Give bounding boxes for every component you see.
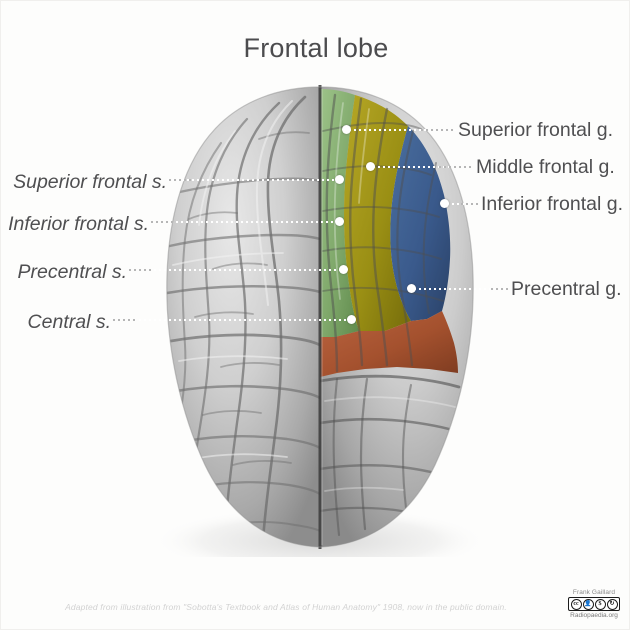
leader-tail-precentral-g — [491, 288, 509, 290]
leader-central-s — [129, 319, 351, 321]
cc-nc-icon: $ — [594, 598, 606, 610]
leader-dot-inferior-frontal-s — [335, 217, 344, 226]
leader-dot-precentral-s — [339, 265, 348, 274]
leader-superior-frontal-s — [167, 179, 339, 181]
region-inferior-frontal-gyrus — [390, 126, 451, 321]
watermark: Frank Gaillard cc 👤 $ ↻ Radiopaedia.org — [565, 589, 623, 619]
leader-tail-superior-frontal-s — [169, 179, 191, 181]
label-superior-frontal-gyrus: Superior frontal g. — [458, 119, 614, 141]
leader-inferior-frontal-s — [151, 221, 339, 223]
brain-svg — [152, 85, 488, 557]
leader-tail-precentral-s — [129, 269, 151, 271]
label-superior-frontal-sulcus: Superior frontal s. — [13, 171, 167, 193]
attribution-text: Adapted from illustration from "Sobotta'… — [65, 602, 507, 612]
leader-dot-central-s — [347, 315, 356, 324]
watermark-site: Radiopaedia.org — [570, 612, 618, 619]
label-inferior-frontal-sulcus: Inferior frontal s. — [8, 213, 149, 235]
leader-tail-inferior-frontal-s — [151, 221, 173, 223]
left-hemisphere-grey — [166, 87, 321, 547]
label-central-sulcus: Central s. — [27, 311, 111, 333]
label-precentral-gyrus: Precentral g. — [511, 278, 622, 300]
cc-icon: cc — [570, 598, 582, 610]
leader-tail-inferior-frontal-g — [461, 203, 479, 205]
leader-dot-superior-frontal-g — [342, 125, 351, 134]
leader-tail-middle-frontal-g — [439, 166, 474, 168]
leader-dot-inferior-frontal-g — [440, 199, 449, 208]
leader-precentral-s — [129, 269, 343, 271]
leader-tail-central-s — [113, 319, 135, 321]
watermark-author: Frank Gaillard — [572, 589, 616, 596]
label-precentral-sulcus: Precentral s. — [17, 261, 127, 283]
leader-dot-middle-frontal-g — [366, 162, 375, 171]
label-inferior-frontal-gyrus: Inferior frontal g. — [481, 193, 623, 215]
label-middle-frontal-gyrus: Middle frontal g. — [476, 156, 615, 178]
brain-illustration — [129, 79, 511, 557]
leader-dot-superior-frontal-s — [335, 175, 344, 184]
leader-superior-frontal-g — [349, 129, 461, 131]
region-middle-frontal-gyrus — [344, 95, 411, 331]
leader-tail-superior-frontal-g — [421, 129, 456, 131]
cc-by-icon: 👤 — [582, 598, 594, 610]
page-title: Frontal lobe — [243, 33, 389, 63]
creative-commons-badge: cc 👤 $ ↻ — [568, 597, 620, 611]
leader-precentral-g — [414, 288, 506, 290]
leader-dot-precentral-g — [407, 284, 416, 293]
cc-sa-icon: ↻ — [606, 598, 618, 610]
leader-inferior-frontal-g — [447, 203, 469, 205]
region-precentral-gyrus — [320, 311, 458, 377]
leader-middle-frontal-g — [373, 166, 457, 168]
